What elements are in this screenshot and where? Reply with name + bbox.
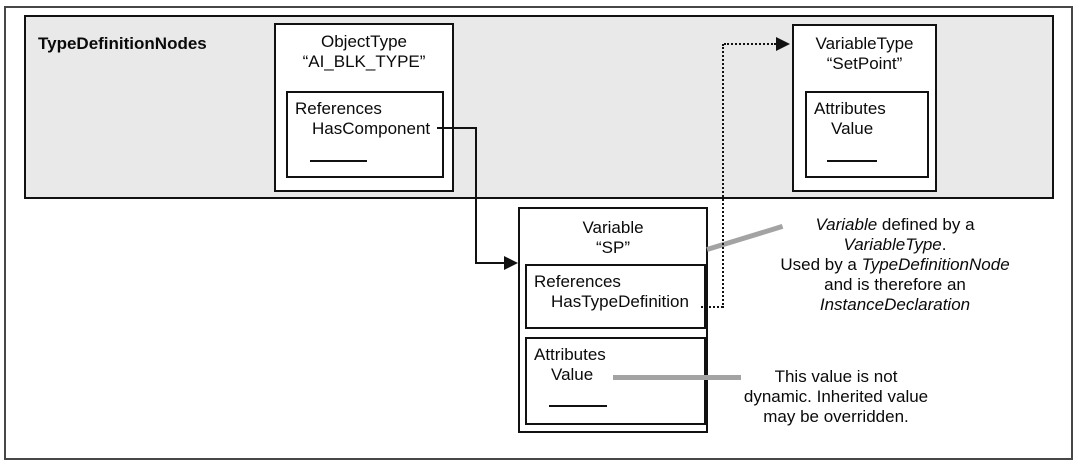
annotation-line: Used by a TypeDefinitionNode bbox=[780, 255, 1010, 274]
variable-type-attributes-box: Attributes Value bbox=[805, 91, 929, 178]
hascomponent-connector-segment-2 bbox=[475, 127, 477, 264]
attribute-item-value: Value bbox=[831, 119, 874, 138]
annotation-line: InstanceDeclaration bbox=[819, 295, 971, 314]
node-subtitle: “SP” bbox=[596, 238, 630, 257]
annotation-line: may be overridden. bbox=[763, 407, 909, 426]
hascomponent-connector-arrowhead-icon bbox=[504, 256, 518, 270]
references-label: References bbox=[534, 272, 621, 291]
value-underscore bbox=[827, 160, 877, 162]
attributes-label: Attributes bbox=[534, 345, 606, 364]
annotation-line: dynamic. Inherited value bbox=[743, 387, 929, 406]
node-subtitle: “AI_BLK_TYPE” bbox=[302, 52, 426, 71]
variable-node: Variable “SP” References HasTypeDefiniti… bbox=[518, 207, 708, 433]
value-note-leader-line bbox=[613, 375, 741, 380]
container-label: TypeDefinitionNodes bbox=[38, 34, 207, 53]
reference-item-hastypedefinition: HasTypeDefinition bbox=[551, 292, 689, 311]
object-type-header: ObjectType “AI_BLK_TYPE” bbox=[276, 25, 452, 72]
annotation-line: and is therefore an bbox=[824, 275, 966, 294]
node-title: VariableType bbox=[815, 34, 914, 53]
node-title: ObjectType bbox=[321, 32, 407, 51]
attribute-item-value: Value bbox=[551, 365, 594, 384]
attributes-label: Attributes bbox=[814, 99, 886, 118]
variable-header: Variable “SP” bbox=[520, 209, 706, 258]
annotation-line: Variable defined by a bbox=[815, 215, 975, 234]
value-underscore bbox=[310, 160, 367, 162]
variable-type-node: VariableType “SetPoint” Attributes Value bbox=[792, 24, 937, 192]
hascomponent-connector-segment-3 bbox=[475, 262, 506, 264]
value-underscore bbox=[549, 405, 607, 407]
object-type-references-box: References HasComponent bbox=[286, 91, 444, 178]
annotation-line: VariableType. bbox=[843, 235, 947, 254]
object-type-node: ObjectType “AI_BLK_TYPE” References HasC… bbox=[274, 23, 454, 192]
reference-item-hascomponent: HasComponent bbox=[312, 119, 431, 138]
references-label: References bbox=[295, 99, 382, 118]
hastypedefinition-connector-arrowhead-icon bbox=[776, 37, 790, 51]
variable-type-header: VariableType “SetPoint” bbox=[794, 26, 935, 74]
value-note-annotation: This value is not dynamic. Inherited val… bbox=[726, 367, 946, 427]
type-note-annotation: Variable defined by a VariableType. Used… bbox=[770, 215, 1020, 315]
variable-attributes-box: Attributes Value bbox=[525, 337, 706, 425]
hascomponent-connector-segment-1 bbox=[437, 127, 476, 129]
variable-references-box: References HasTypeDefinition bbox=[525, 264, 706, 329]
annotation-line: This value is not bbox=[774, 367, 898, 386]
node-subtitle: “SetPoint” bbox=[826, 54, 903, 73]
hastypedefinition-connector-segment-1 bbox=[701, 306, 723, 308]
node-title: Variable bbox=[582, 218, 644, 237]
hastypedefinition-connector-segment-3 bbox=[724, 43, 776, 45]
hastypedefinition-connector-segment-2 bbox=[722, 44, 724, 308]
